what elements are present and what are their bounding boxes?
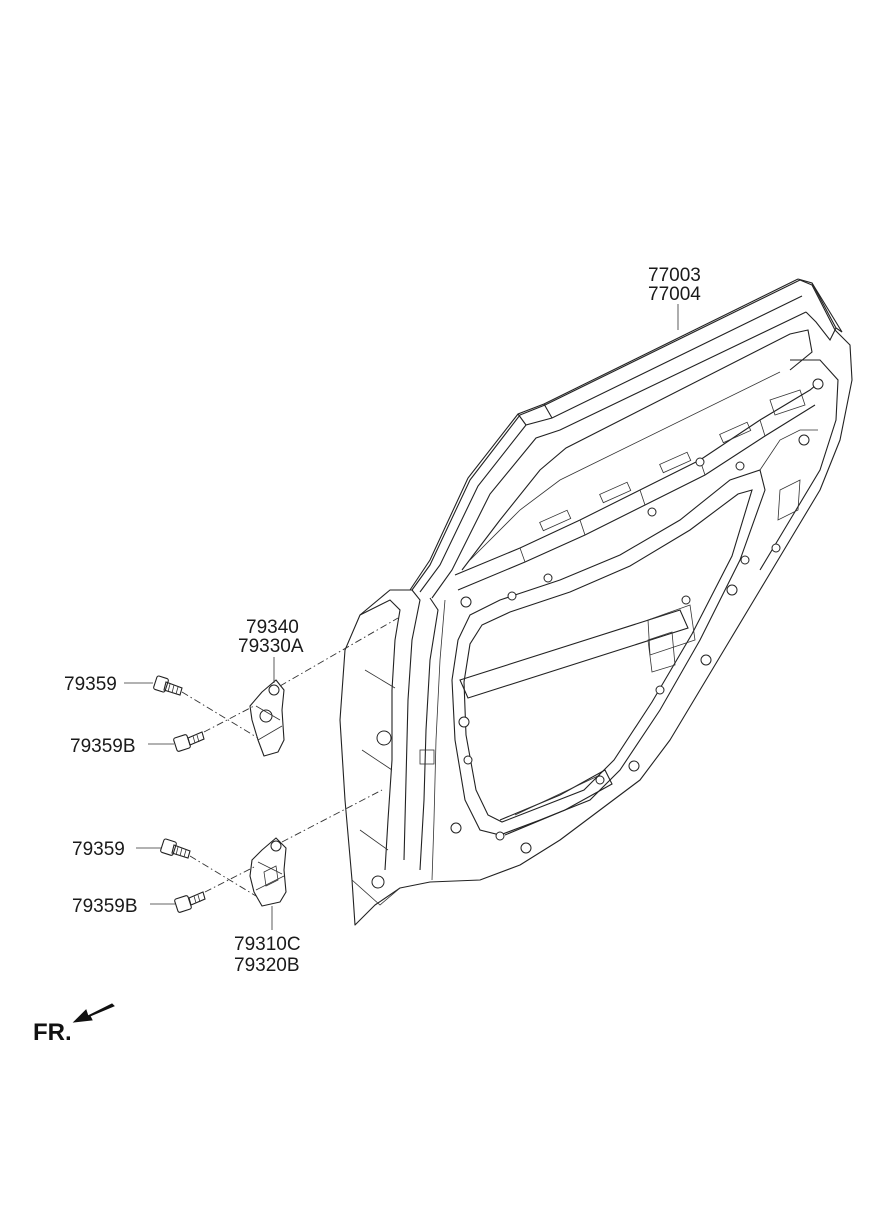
- dashline-lower-hinge-to-door: [281, 789, 383, 843]
- dashline-bolt-upper-2: [203, 705, 255, 733]
- bolt-lower-1-drawing[interactable]: [160, 838, 191, 859]
- label-upper-hinge-line2: 79330A: [238, 636, 304, 657]
- label-upper-hinge-line1: 79340: [246, 617, 299, 638]
- label-lower-hinge-line2: 79320B: [234, 955, 300, 976]
- label-door-panel-line1: 77003: [648, 265, 701, 286]
- direction-marker-text: FR.: [33, 1019, 72, 1046]
- label-bolt-upper-1: 79359: [64, 674, 117, 695]
- dashline-bolt-lower-2: [204, 865, 257, 893]
- bolt-lower-2-drawing[interactable]: [174, 891, 206, 913]
- label-door-panel-line2: 77004: [648, 284, 701, 305]
- bolt-upper-2-drawing[interactable]: [173, 731, 205, 752]
- lower-hinge-drawing[interactable]: [249, 837, 287, 907]
- label-bolt-lower-1: 79359: [72, 839, 125, 860]
- upper-hinge-drawing[interactable]: [249, 679, 285, 757]
- label-bolt-upper-2: 79359B: [70, 736, 136, 757]
- label-lower-hinge-line1: 79310C: [234, 934, 301, 955]
- door-panel-drawing[interactable]: [339, 278, 853, 926]
- dashline-bolt-upper-1: [181, 691, 259, 739]
- label-bolt-lower-2: 79359B: [72, 896, 138, 917]
- dashline-bolt-lower-1: [189, 855, 257, 897]
- front-direction-arrow-icon: [72, 1003, 115, 1023]
- bolt-upper-1-drawing[interactable]: [153, 675, 183, 696]
- dashline-upper-hinge-to-door: [279, 617, 399, 687]
